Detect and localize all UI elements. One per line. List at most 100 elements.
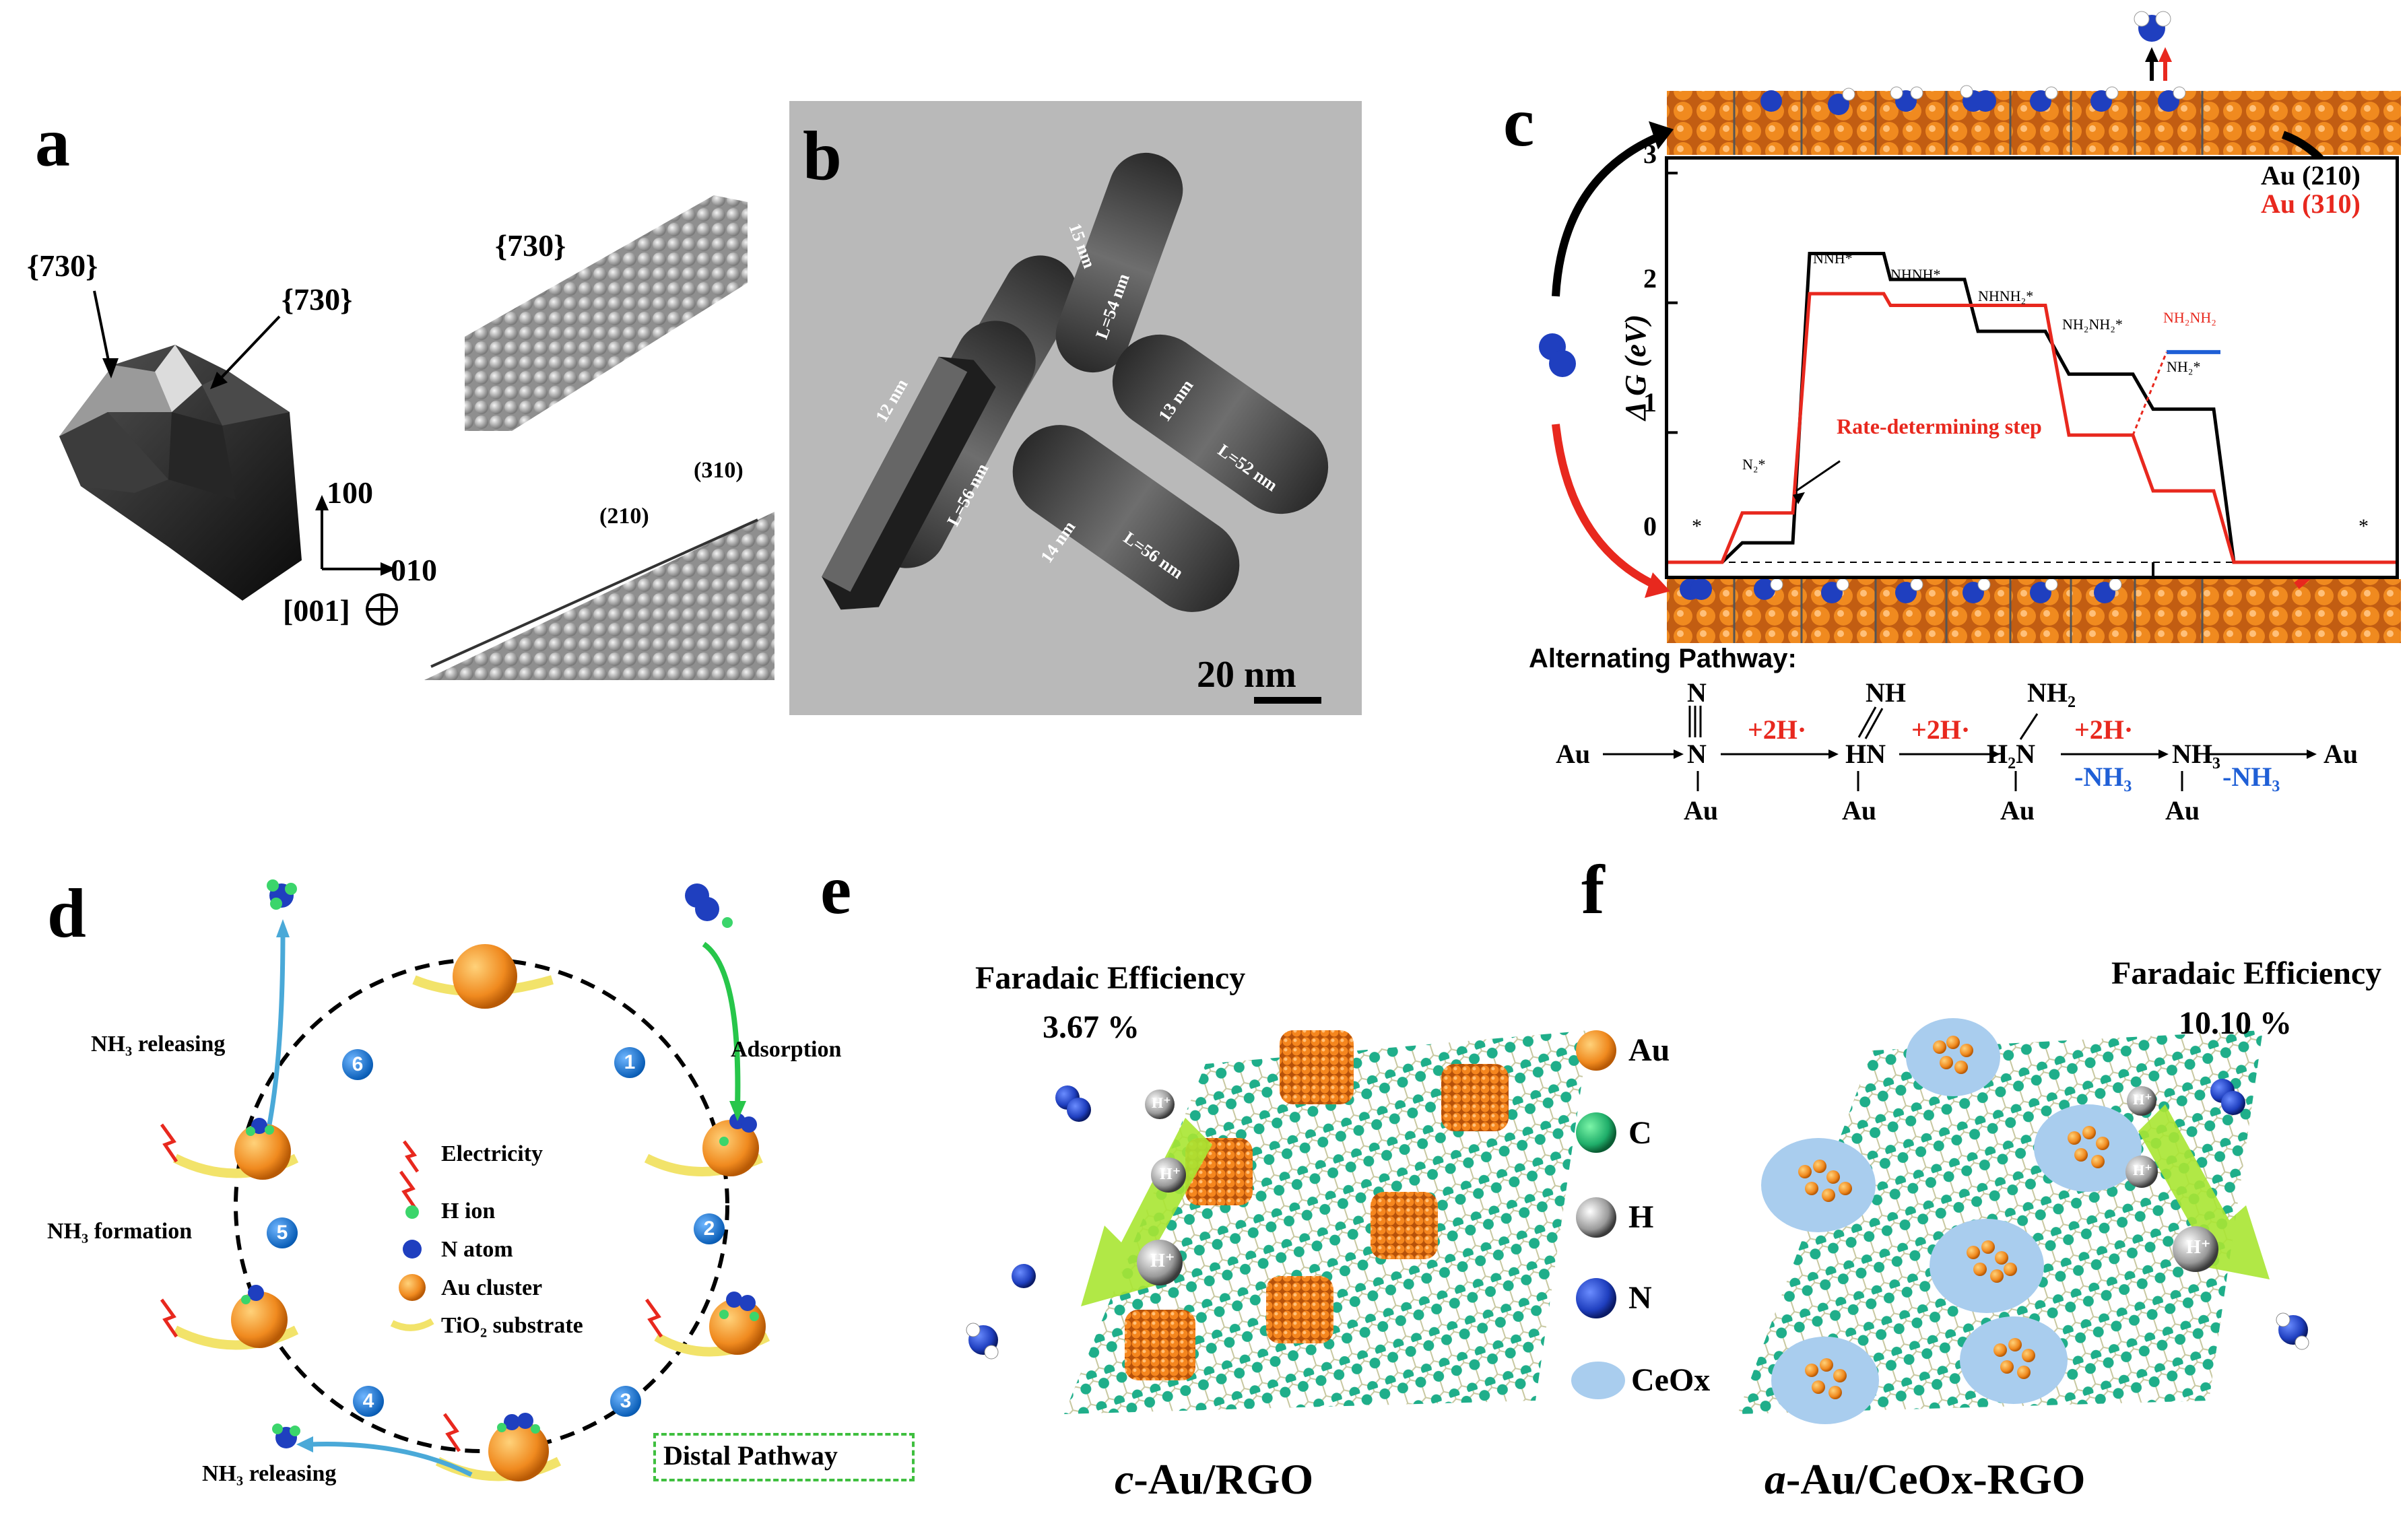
f-caption-prefix: a bbox=[1765, 1455, 1786, 1503]
e-hplus-2: H⁺ bbox=[1160, 1166, 1181, 1183]
crystal-polyhedron bbox=[59, 290, 398, 626]
axis-up-label: 100 bbox=[327, 475, 373, 510]
legend-n-atom: N atom bbox=[441, 1237, 513, 1262]
label-nh2nh2-gas: NH₂NH₂ bbox=[2163, 309, 2216, 326]
scheme-au-2: Au bbox=[1842, 795, 1877, 826]
scheme-minus-nh3-2: -NH₃ bbox=[2222, 762, 2280, 792]
scheme-n-top: N bbox=[1687, 677, 1707, 708]
scheme-plus2h-3: +2H· bbox=[2074, 714, 2134, 745]
step-badge-6: 6 bbox=[342, 1049, 373, 1080]
f-hplus-3: H⁺ bbox=[2133, 1091, 2152, 1108]
f-caption: a-Au/CeOx-RGO bbox=[1765, 1454, 2085, 1504]
legend-h: H bbox=[1628, 1199, 1654, 1235]
y-tick-0: 0 bbox=[1643, 511, 1657, 541]
label-n2: N₂* bbox=[1742, 456, 1766, 473]
step-badge-3: 3 bbox=[610, 1386, 641, 1417]
scheme-minus-nh3-1: -NH₃ bbox=[2074, 762, 2132, 792]
facet-right-label: {730} bbox=[282, 282, 353, 316]
label-nhnh2: NHNH₂* bbox=[1978, 288, 2034, 304]
scale-bar-label: 20 nm bbox=[1197, 654, 1296, 696]
label-nh2nh2-ads: NH₂NH₂* bbox=[2062, 316, 2123, 333]
rds-label: Rate-determining step bbox=[1837, 414, 2042, 438]
panel-f-label: f bbox=[1581, 851, 1605, 929]
facet-left-label: {730} bbox=[27, 248, 98, 283]
panel-c: c bbox=[1488, 0, 2407, 835]
legend-n: N bbox=[1628, 1280, 1652, 1316]
scheme-plus2h-1: +2H· bbox=[1748, 714, 1807, 745]
legend-tio2: TiO₂ substrate bbox=[441, 1313, 583, 1338]
legend-h-ion: H ion bbox=[441, 1199, 496, 1224]
axis-in-label: [001] bbox=[283, 593, 350, 628]
scheme-au-1: Au bbox=[1684, 795, 1719, 826]
f-caption-rest: -Au/CeOx-RGO bbox=[1786, 1455, 2086, 1503]
step-310-label: (310) bbox=[694, 458, 744, 483]
e-caption-prefix: c bbox=[1115, 1455, 1134, 1503]
scheme-au-4: Au bbox=[2165, 795, 2200, 826]
y-tick-2: 2 bbox=[1643, 263, 1657, 294]
step-badge-4: 4 bbox=[353, 1386, 384, 1417]
pathway-title: Alternating Pathway: bbox=[1529, 644, 1797, 673]
e-fe-title: Faradaic Efficiency bbox=[975, 960, 1246, 996]
rds-arrow bbox=[1795, 460, 1841, 492]
step-badge-5: 5 bbox=[267, 1217, 298, 1248]
scheme-nh2: NH₂ bbox=[2027, 677, 2076, 708]
legend-ceox: CeOx bbox=[1631, 1362, 1711, 1398]
e-hplus-3: H⁺ bbox=[1152, 1094, 1171, 1111]
surface-models bbox=[1539, 11, 2401, 643]
label-nnh: NNH* bbox=[1813, 250, 1853, 267]
f-fe-title: Faradaic Efficiency bbox=[2111, 956, 2382, 991]
distal-pathway-label: Distal Pathway bbox=[663, 1440, 838, 1471]
e-fe-value: 3.67 % bbox=[1043, 1009, 1140, 1045]
star-left: * bbox=[1692, 515, 1702, 537]
scheme-n-mid: N bbox=[1687, 739, 1707, 769]
f-fe-value: 10.10 % bbox=[2179, 1005, 2292, 1041]
step-210-label: (210) bbox=[599, 504, 649, 529]
nh2nh2-connector bbox=[2132, 351, 2168, 436]
legend-au-cluster: Au cluster bbox=[441, 1275, 543, 1300]
panel-c-label: c bbox=[1503, 83, 1535, 161]
panel-b: b 15 nm L=54 nm 12 nm L=56 nm 13 nm L=52… bbox=[789, 101, 1362, 715]
step-badge-2: 2 bbox=[694, 1213, 725, 1244]
e-hplus-1: H⁺ bbox=[1150, 1250, 1175, 1271]
e-caption-rest: -Au/RGO bbox=[1133, 1455, 1314, 1503]
label-nh2: NH₂* bbox=[2167, 358, 2201, 375]
facet-top-label: {730} bbox=[495, 228, 566, 263]
scheme-au-end: Au bbox=[2323, 739, 2359, 769]
star-right: * bbox=[2359, 515, 2369, 537]
y-tick-3: 3 bbox=[1643, 139, 1657, 169]
panel-d-label: d bbox=[47, 875, 86, 952]
legend-310: Au (310) bbox=[2261, 189, 2361, 219]
tem-image bbox=[789, 101, 1362, 715]
panel-e-label-visible: e bbox=[820, 851, 852, 929]
scheme-au-start: Au bbox=[1556, 739, 1591, 769]
nh3-releasing-bottom: NH₃ releasing bbox=[202, 1461, 337, 1486]
legend-c: C bbox=[1628, 1115, 1652, 1151]
distal-pathway-box bbox=[653, 1433, 915, 1481]
scheme-h2n: H₂N bbox=[1987, 739, 2035, 769]
legend-electricity: Electricity bbox=[441, 1141, 543, 1166]
series-au310-step bbox=[1668, 292, 2396, 564]
scheme-plus2h-2: +2H· bbox=[1911, 714, 1971, 745]
f-hplus-2: H⁺ bbox=[2133, 1162, 2152, 1178]
cycle-diagram bbox=[160, 879, 770, 1481]
step-badge-1: 1 bbox=[614, 1047, 645, 1078]
energy-plot-svg bbox=[1668, 172, 2396, 576]
scheme-hn: HN bbox=[1845, 739, 1886, 769]
scheme-nh: NH bbox=[1866, 677, 1906, 708]
legend-au: Au bbox=[1628, 1032, 1670, 1068]
axis-right-label: 010 bbox=[391, 553, 437, 587]
panel-a: a {730} {730} 100 010 [001] bbox=[0, 0, 788, 714]
e-caption: c-Au/RGO bbox=[1115, 1454, 1313, 1504]
rds-arrowhead bbox=[1793, 492, 1805, 504]
energy-plot: Au (210) Au (310) NNH* NHNH* NHNH₂* NH₂N… bbox=[1665, 156, 2399, 579]
scheme-nh3: NH₃ bbox=[2172, 739, 2220, 769]
panel-a-label: a bbox=[35, 104, 70, 181]
nanorods bbox=[822, 152, 1329, 704]
legend-210: Au (210) bbox=[2261, 160, 2361, 191]
adsorption-label: Adsorption bbox=[731, 1037, 842, 1062]
pathway-arrows bbox=[1603, 706, 2317, 791]
panel-d: d bbox=[0, 835, 943, 1540]
nh3-formation-label: NH₃ formation bbox=[47, 1219, 193, 1244]
f-hplus-1: H⁺ bbox=[2186, 1237, 2211, 1258]
